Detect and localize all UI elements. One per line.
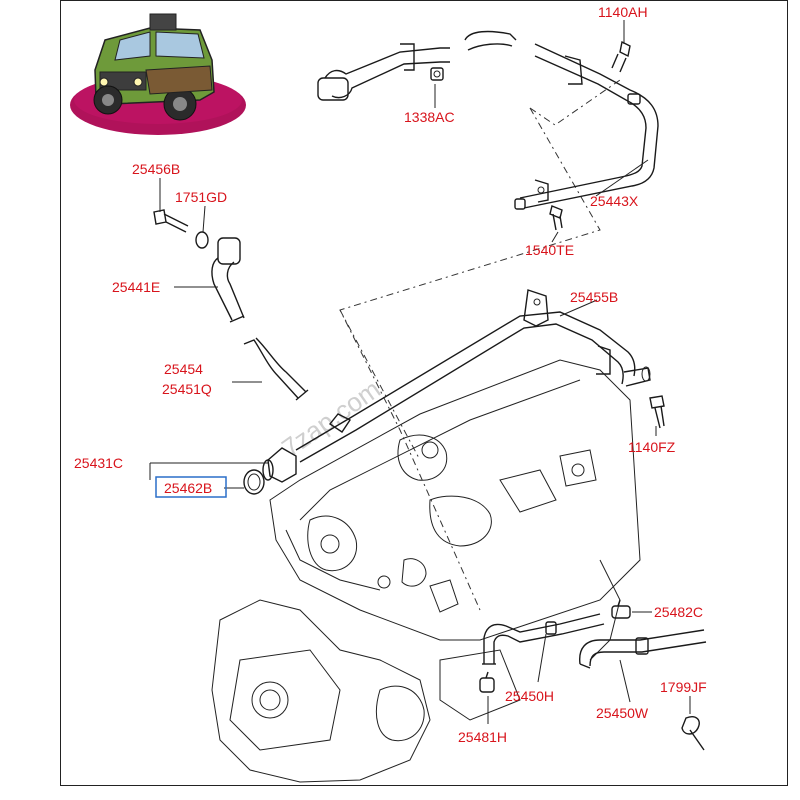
part-label-25431C[interactable]: 25431C xyxy=(74,455,123,471)
cable-tie-icon xyxy=(681,716,705,751)
bolt-icon xyxy=(611,40,631,73)
gasket-icon xyxy=(243,469,265,495)
breather-pipe xyxy=(514,43,659,210)
hose-clamp-icon xyxy=(611,599,631,619)
hose-elbow xyxy=(211,237,245,323)
part-label-25455B[interactable]: 25455B xyxy=(570,289,618,305)
nut-icon xyxy=(430,67,444,81)
assembly-guide-line xyxy=(339,107,601,611)
suv-cartoon-icon xyxy=(70,13,246,135)
assembly-guide-line xyxy=(529,79,621,126)
part-label-1540TE[interactable]: 1540TE xyxy=(525,242,574,258)
part-label-1338AC[interactable]: 1338AC xyxy=(404,109,455,125)
part-label-25450W[interactable]: 25450W xyxy=(596,705,649,721)
seal-ring-icon xyxy=(195,231,209,249)
part-label-25481H[interactable]: 25481H xyxy=(458,729,507,745)
diagram-frame xyxy=(60,0,788,786)
assembly-guide-line xyxy=(339,309,421,461)
leader-lines xyxy=(149,20,691,724)
watermark-text: 7zap.com xyxy=(276,374,386,463)
part-label-1140AH[interactable]: 1140AH xyxy=(598,4,648,20)
bolt-icon xyxy=(649,395,665,429)
bolt-icon xyxy=(549,205,563,231)
coolant-outlet xyxy=(262,447,297,483)
hose-clamp-icon xyxy=(479,671,495,693)
engine-block xyxy=(211,359,641,783)
hose-bent xyxy=(243,337,309,401)
hose-lower-left xyxy=(482,613,605,665)
part-label-25443X[interactable]: 25443X xyxy=(590,193,639,209)
part-label-1751GD[interactable]: 1751GD xyxy=(175,189,227,205)
part-label-25441E[interactable]: 25441E xyxy=(112,279,160,295)
bolt-icon xyxy=(153,209,189,233)
part-label-25451Q[interactable]: 25451Q xyxy=(162,381,212,397)
part-label-25454[interactable]: 25454 xyxy=(164,361,203,377)
hose-lower-right xyxy=(579,629,707,669)
part-label-25482C[interactable]: 25482C xyxy=(654,604,703,620)
part-label-1140FZ[interactable]: 1140FZ xyxy=(628,439,676,455)
breather-hose-upper xyxy=(317,30,517,101)
gasket-inner-ring xyxy=(247,473,261,491)
part-label-1799JF[interactable]: 1799JF xyxy=(660,679,707,695)
part-label-25462B[interactable]: 25462B xyxy=(164,480,212,496)
selected-part-highlight xyxy=(155,476,227,498)
part-label-25450H[interactable]: 25450H xyxy=(505,688,554,704)
part-label-25456B[interactable]: 25456B xyxy=(132,161,180,177)
coolant-pipe xyxy=(295,289,651,463)
